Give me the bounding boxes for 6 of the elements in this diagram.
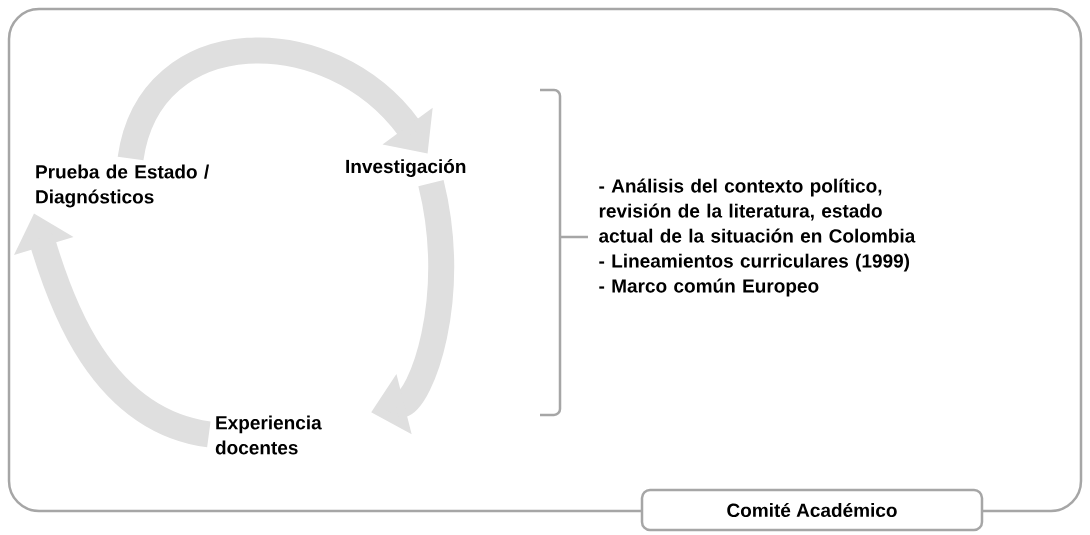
cycle-label: Experiencia docentes xyxy=(215,415,322,455)
note-list: - Análisis del contexto político, revisión de la literatura, estado actual de la situación en Colombia - Lineamientos curriculares (1999) - Marco común Europeo xyxy=(599,178,916,297)
title-tab: Comité Académico xyxy=(640,488,984,532)
cycle-arrow xyxy=(117,37,433,162)
cycle-label: Investigación xyxy=(346,159,466,177)
cycle-label: Prueba de Estado / Diagnósticos xyxy=(36,164,209,208)
